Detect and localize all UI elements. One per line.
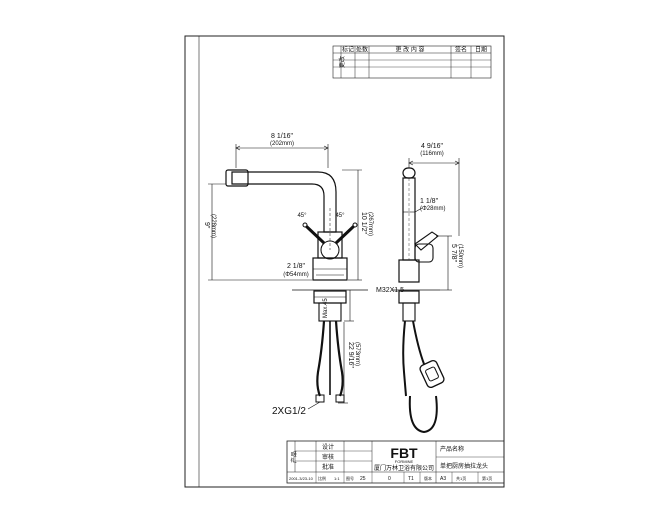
front-hose-right bbox=[334, 320, 344, 397]
title-side-label: 产品 bbox=[290, 451, 298, 463]
title-row-approve: 批准 bbox=[322, 463, 334, 471]
dim-overall-width: 8 1/16" bbox=[271, 133, 293, 140]
front-dimensions bbox=[208, 144, 362, 410]
dim-reach: 4 9/16" bbox=[421, 143, 443, 150]
angle-right: 45° bbox=[335, 213, 345, 219]
revision-header-date: 日期 bbox=[475, 46, 487, 54]
scale-value: 1:1 bbox=[334, 476, 340, 481]
mount-thread-label: M32X1.5 bbox=[376, 287, 404, 294]
paper-size: A3 bbox=[440, 476, 446, 482]
front-handle-left bbox=[304, 224, 326, 245]
side-handle bbox=[414, 231, 439, 251]
side-base bbox=[398, 259, 420, 283]
title-block bbox=[286, 440, 505, 484]
dim-base-diameter: 2 1/8" bbox=[287, 263, 306, 270]
title-row-design: 设计 bbox=[322, 443, 334, 451]
dim-base-diameter-mm: (Φ54mm) bbox=[283, 272, 308, 278]
dim-overall-width-mm: (202mm) bbox=[270, 141, 294, 147]
front-hose-left bbox=[316, 320, 326, 397]
front-view bbox=[225, 169, 368, 403]
sheet-border bbox=[184, 35, 505, 488]
side-shank bbox=[402, 302, 416, 322]
version-label: 版本 bbox=[424, 475, 432, 481]
dim-spout-height: 9" bbox=[203, 222, 210, 229]
hose-thread-label: 2XG1/2 bbox=[272, 406, 306, 417]
company-logo: FBT bbox=[390, 445, 418, 461]
dim-handle-height: 5 7/8" bbox=[450, 244, 457, 263]
side-hose-2 bbox=[412, 320, 425, 365]
dim-max-thickness: Max.45 bbox=[323, 298, 329, 318]
company-logo-sub: FORMINE bbox=[395, 459, 414, 464]
revision-header-count: 处数 bbox=[356, 46, 368, 54]
total-pages: 共1页 bbox=[456, 475, 466, 481]
company-name: 厦门万林卫浴有限公司 bbox=[374, 464, 434, 472]
side-hose-loop bbox=[408, 395, 438, 434]
dim-hose-length-mm: (573mm) bbox=[354, 342, 360, 366]
revision-header-mark: 标记 bbox=[342, 46, 354, 54]
front-handle-right bbox=[334, 224, 356, 245]
dim-spout-height-mm: (228mm) bbox=[210, 214, 216, 238]
revision-header-content: 更 改 内 容 bbox=[395, 46, 424, 54]
side-weight bbox=[419, 359, 445, 389]
product-name: 单把厨房抽拉龙头 bbox=[440, 462, 488, 470]
figure-number: 25 bbox=[360, 476, 366, 482]
revision-table: 更改 标记 处数 更 改 内 容 签名 日期 bbox=[332, 46, 492, 79]
dim-hose-length: 22 9/16" bbox=[347, 342, 354, 368]
side-dimensions bbox=[403, 158, 460, 291]
revision-side-label: 更改 bbox=[338, 56, 346, 68]
side-view bbox=[392, 167, 445, 434]
dim-total-height-mm: (267mm) bbox=[367, 212, 373, 236]
angle-left: 45° bbox=[297, 213, 307, 219]
side-hose-1 bbox=[402, 320, 407, 397]
dim-total-height: 10 1/2" bbox=[360, 212, 367, 234]
dim-body-diameter-mm: (Φ28mm) bbox=[420, 206, 445, 212]
figure-number-label: 图号 bbox=[346, 475, 354, 481]
scale-label: 比例 bbox=[318, 475, 326, 481]
dim-reach-mm: (116mm) bbox=[420, 151, 444, 157]
title-row-review: 审核 bbox=[322, 453, 334, 461]
drawing-number: 2001-3/23-10 bbox=[289, 476, 314, 481]
title-bottom-row: 2001-3/23-10 比例 1:1 图号 25 0 T1 版本 A3 共1页… bbox=[289, 475, 492, 482]
revision-header-sign: 签名 bbox=[455, 46, 467, 54]
dim-handle-height-mm: (150mm) bbox=[457, 244, 463, 268]
figure-sub: 0 bbox=[388, 476, 391, 482]
page-number: 第1页 bbox=[482, 475, 492, 481]
dim-body-diameter: 1 1/8" bbox=[420, 198, 439, 205]
side-spout-top bbox=[402, 167, 416, 179]
product-name-label: 产品名称 bbox=[440, 445, 464, 453]
sheet-code: T1 bbox=[408, 476, 414, 482]
